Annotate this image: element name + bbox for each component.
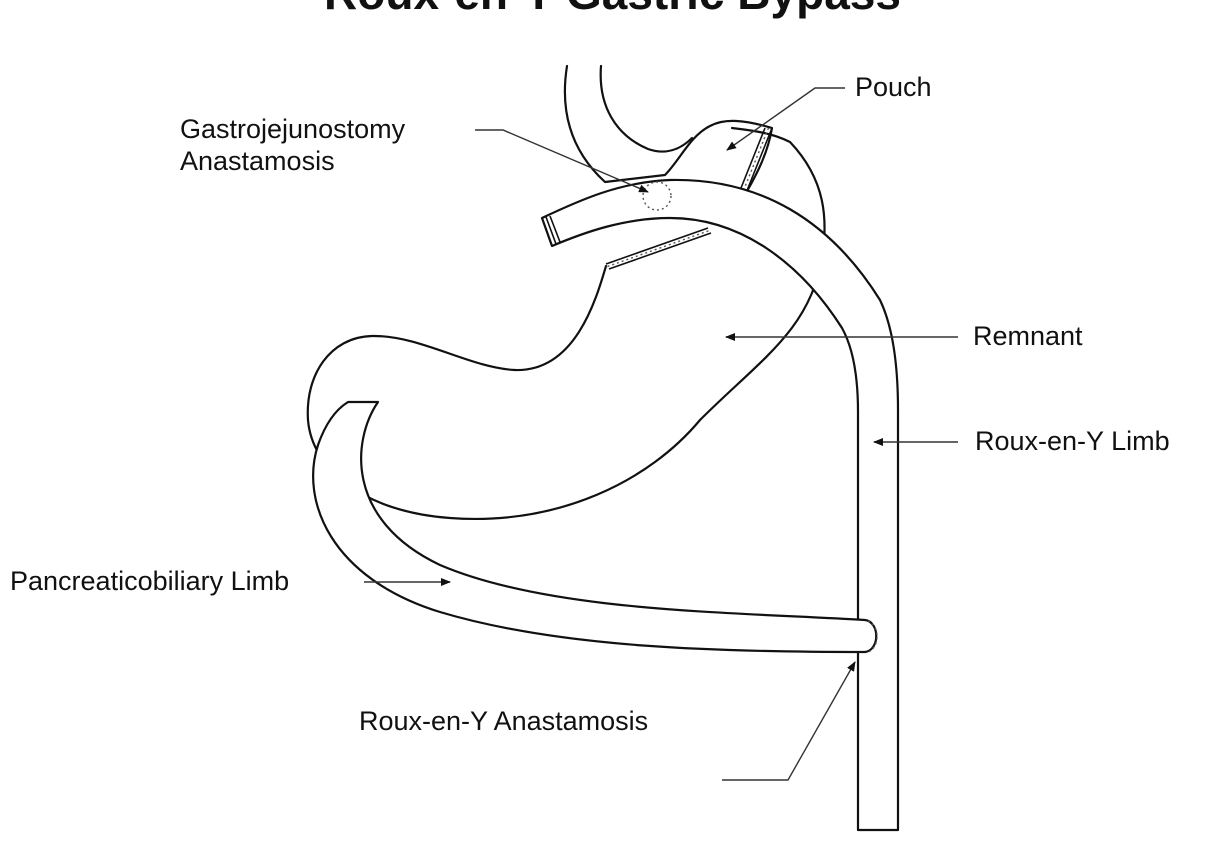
gastrojejunostomy-marker — [642, 181, 672, 211]
gastrojejunostomy-leader — [475, 129, 649, 193]
pancreaticobiliary-label: Pancreaticobiliary Limb — [10, 566, 290, 596]
remnant-staple-line — [605, 227, 712, 270]
pouch-staple-line — [738, 127, 773, 194]
roux-limb-label: Roux-en-Y Limb — [975, 426, 1170, 456]
diagram-title: Roux-en-Y Gastric Bypass — [0, 0, 1225, 19]
roux-en-y-limb — [540, 178, 900, 832]
gastric-pouch-outline — [563, 64, 774, 195]
remnant-staple-dots — [607, 229, 710, 268]
pouch-label: Pouch — [855, 72, 932, 102]
esophagus-wall — [599, 64, 694, 153]
gastrojejunostomy-label-line1: Gastrojejunostomy — [180, 114, 406, 144]
roux-anastomosis-leader — [722, 661, 856, 781]
pouch-leader — [726, 87, 845, 151]
remnant-label: Remnant — [973, 321, 1083, 351]
remnant-stomach-outline — [306, 126, 826, 520]
roux-anastomosis-label: Roux-en-Y Anastamosis — [359, 706, 649, 736]
pancreaticobiliary-limb — [312, 400, 878, 654]
gastrojejunostomy-label-line2: Anastamosis — [180, 146, 335, 176]
roux-limb-cut-end — [541, 215, 561, 247]
pouch-staple-dots — [741, 127, 770, 194]
